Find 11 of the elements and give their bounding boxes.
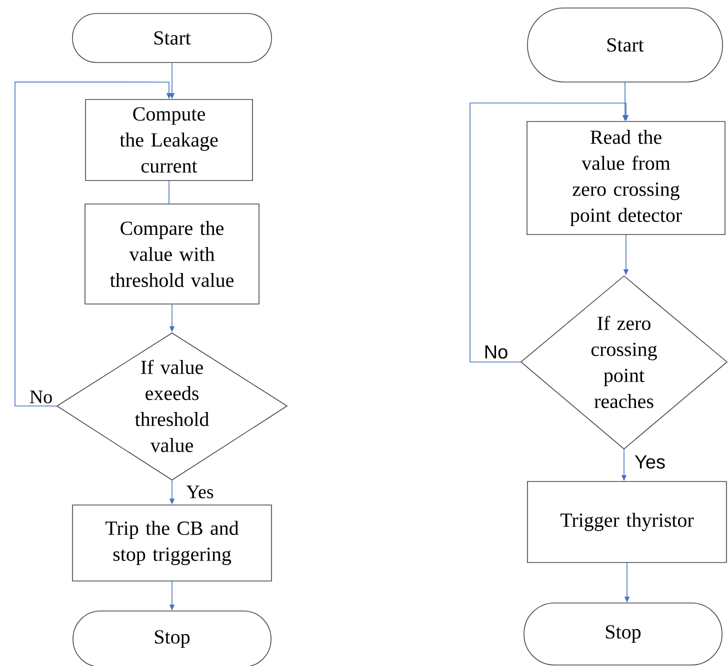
edge-label: No bbox=[28, 390, 54, 404]
process-box: Read the value from zero crossing point detector bbox=[526, 121, 726, 235]
process-box: Trigger thyristor bbox=[527, 481, 727, 563]
process-box: Compare the value with threshold value bbox=[84, 204, 260, 304]
arrow bbox=[14, 82, 172, 406]
edge-label: Yes bbox=[185, 484, 215, 500]
edge-label: Yes bbox=[634, 454, 666, 470]
edge-label: No bbox=[482, 344, 510, 360]
process-box: Trip the CB and stop triggering bbox=[72, 504, 272, 582]
arrow bbox=[470, 102, 629, 362]
process-box: Compute the Leakage current bbox=[85, 99, 253, 181]
